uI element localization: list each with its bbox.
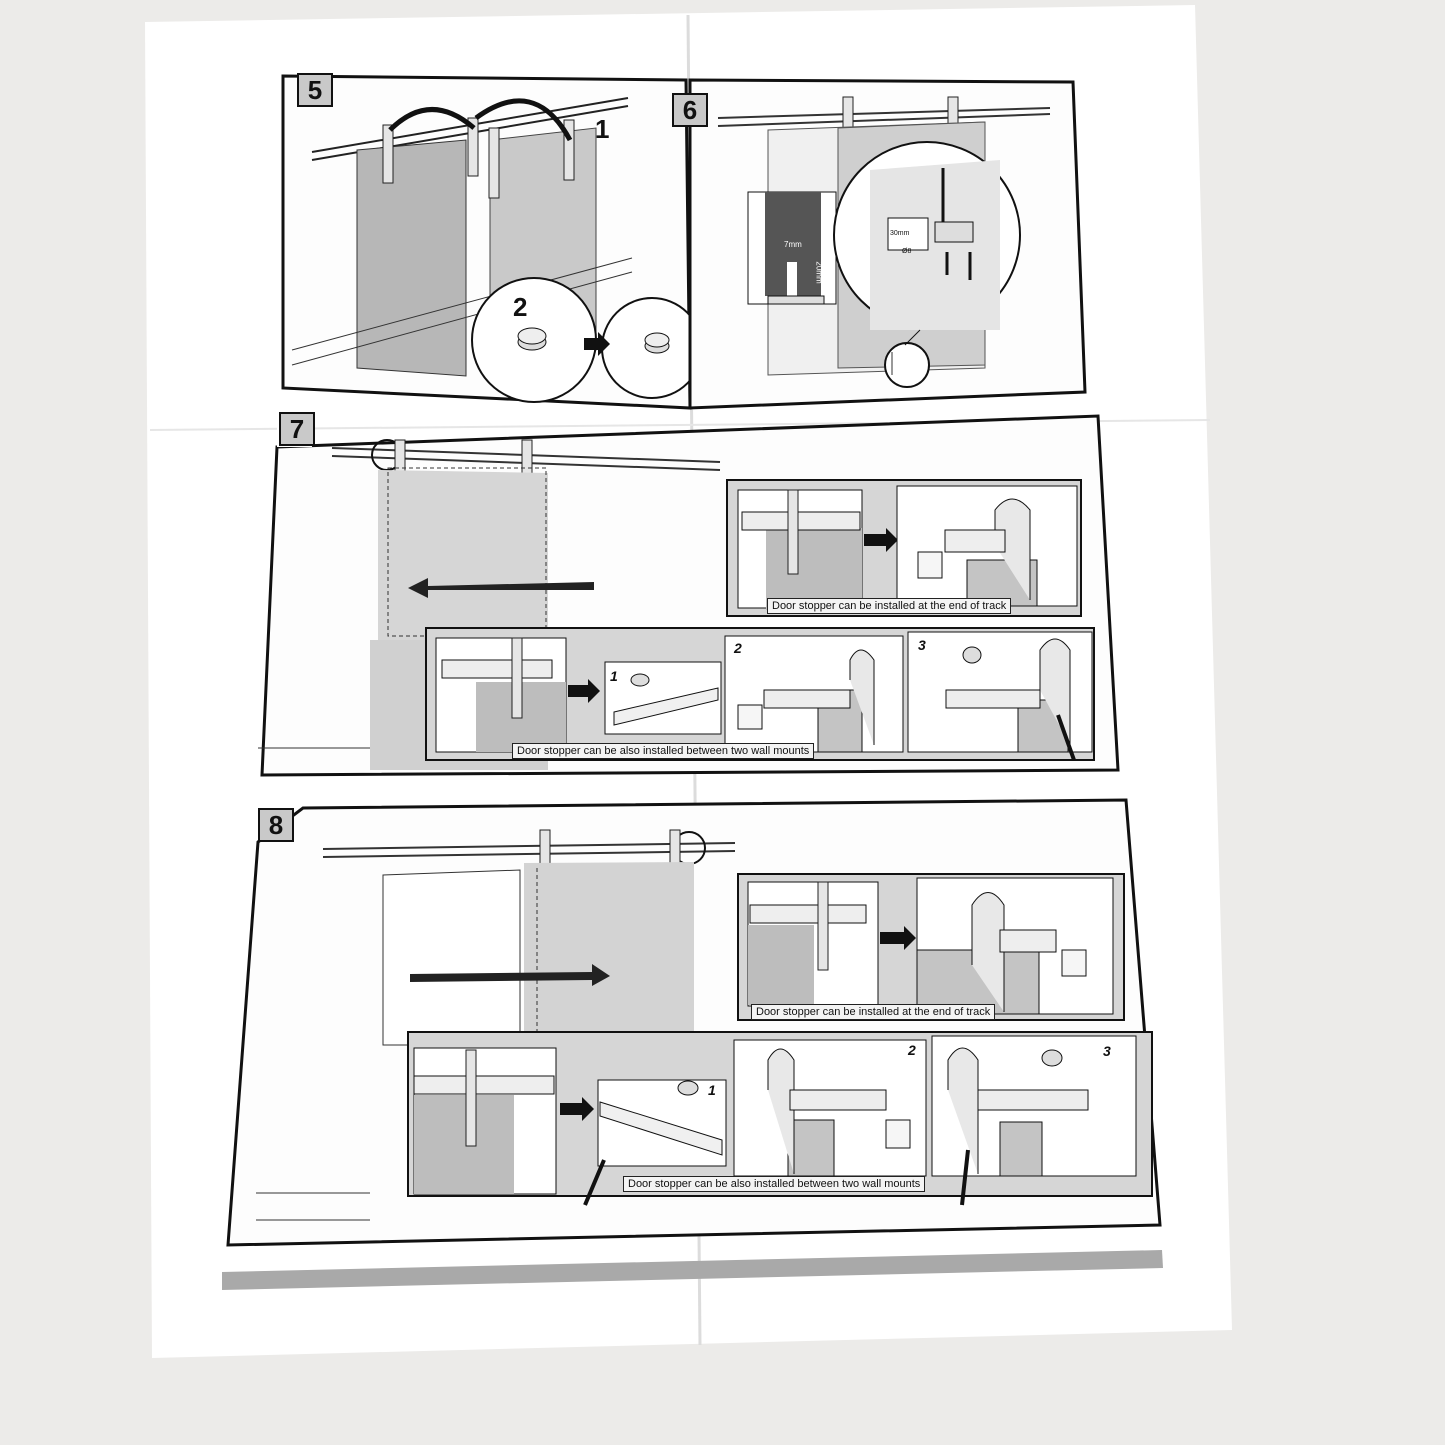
- step-5-panel: [281, 74, 703, 410]
- step-5-callout-2: 2: [513, 292, 528, 322]
- step-8-sub-1: 1: [708, 1082, 716, 1098]
- step-8-panel: [226, 798, 1162, 1247]
- step-7-sub-2: 2: [734, 640, 742, 656]
- step-5-callout-1: 1: [595, 114, 610, 144]
- step-5-number: 5: [297, 73, 333, 107]
- step-6-dim-height: 20mm: [814, 261, 824, 284]
- step-7-caption-end: Door stopper can be installed at the end…: [767, 598, 1012, 614]
- step-8-sub-3: 3: [1103, 1043, 1111, 1059]
- step-6-dim-30: 30mm: [890, 230, 910, 237]
- step-7-sub-3: 3: [918, 637, 926, 653]
- step-8-number: 8: [258, 808, 294, 842]
- step-6-dim-width: 7mm: [784, 240, 802, 249]
- step-6-number: 6: [672, 93, 708, 127]
- step-7-caption-between: Door stopper can be also installed betwe…: [512, 743, 815, 759]
- footer-bar: [222, 1250, 1163, 1290]
- step-8-sub-2: 2: [908, 1042, 916, 1058]
- step-7-panel: [258, 413, 1120, 777]
- step-7-sub-1: 1: [610, 668, 618, 684]
- step-6-dim-code: Ø8: [902, 248, 912, 255]
- step-8-caption-end: Door stopper can be installed at the end…: [751, 1004, 996, 1020]
- step-8-caption-between: Door stopper can be also installed betwe…: [623, 1176, 926, 1192]
- step-6-panel: [688, 78, 1087, 410]
- step-7-number: 7: [279, 412, 315, 446]
